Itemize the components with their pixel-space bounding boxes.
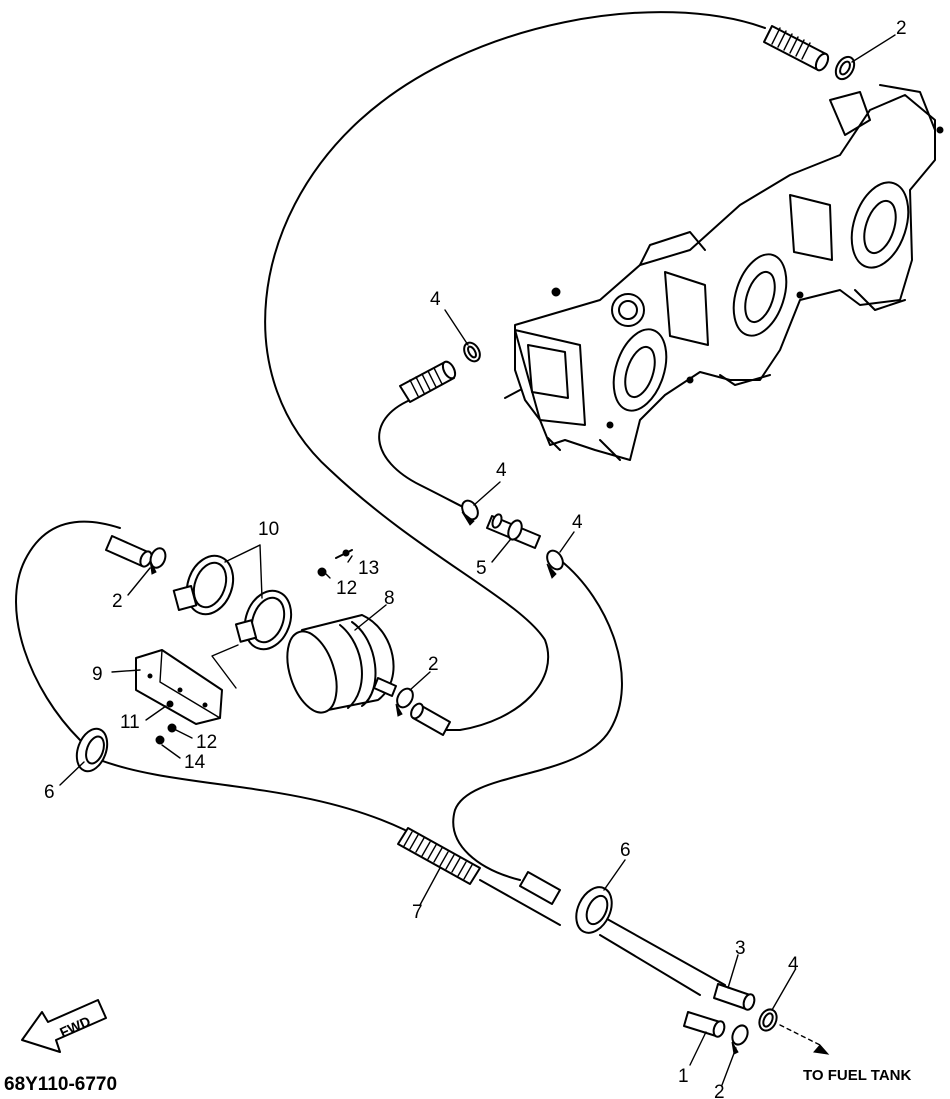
callout-13: 13	[358, 558, 379, 579]
destination-label: TO FUEL TANK	[803, 1067, 912, 1084]
main-fuel-hose-loop	[264, 11, 766, 731]
lower-fuel-hose-2	[479, 879, 701, 996]
callout-3: 3	[735, 938, 746, 959]
grommet-6-right	[575, 886, 613, 934]
carburetor-body	[514, 94, 936, 461]
callout-10: 10	[258, 519, 279, 540]
nut-12-bottom	[167, 723, 177, 733]
washer-11	[166, 700, 174, 708]
carb-inlet-hose	[378, 399, 466, 509]
callout-8: 8	[384, 588, 395, 609]
callout-labels: 2 4 4 4 5 10 13 12 2 8 2 9 11 12 14 6 6 …	[44, 18, 907, 1099]
clamp-2-top	[834, 55, 856, 81]
corrugated-hose-7	[397, 827, 481, 885]
callout-6-right: 6	[620, 840, 631, 861]
left-loop-hose	[15, 520, 121, 741]
callout-4-top: 4	[430, 289, 441, 310]
hose-joint-5	[486, 513, 541, 549]
callout-5: 5	[476, 558, 487, 579]
callout-4-right: 4	[572, 512, 583, 533]
hose-piece-near-grommet	[519, 871, 561, 905]
callout-12-bottom: 12	[196, 732, 217, 753]
fwd-arrow-icon: FWD	[21, 999, 107, 1053]
clamp-2-left	[149, 547, 167, 575]
grommet-6-left	[75, 727, 109, 773]
callout-14: 14	[184, 752, 206, 773]
hose-1-end	[683, 1011, 726, 1038]
corrugated-hoses	[105, 25, 830, 1038]
clamp-4-top	[463, 341, 481, 363]
carb-inlet-corrugated-hose	[399, 360, 457, 403]
callout-4-mid: 4	[496, 460, 507, 481]
callout-2-top: 2	[896, 18, 907, 39]
top-corrugated-hose	[763, 25, 830, 72]
hose-3-line	[599, 914, 726, 986]
clamp-2-bottom	[731, 1024, 749, 1055]
clamp-4-right	[546, 549, 564, 579]
callout-1: 1	[678, 1066, 689, 1087]
screw-13	[335, 549, 353, 559]
lower-fuel-hose	[99, 759, 406, 831]
filter-band-right	[234, 589, 293, 651]
to-fuel-tank-arrow-icon	[779, 1024, 830, 1055]
callout-7: 7	[412, 902, 423, 923]
joint-outlet-hose	[452, 559, 623, 881]
callout-9: 9	[92, 664, 103, 685]
filter-band-left	[172, 554, 235, 616]
callout-2-filter: 2	[428, 654, 439, 675]
callout-12-top: 12	[336, 578, 357, 599]
callout-6-left: 6	[44, 782, 55, 803]
leader-lines	[59, 34, 896, 1086]
fuel-hose-lines	[15, 11, 766, 996]
callout-2-left: 2	[112, 591, 123, 612]
clamp-4-bottom	[758, 1008, 778, 1032]
hose-3-end	[713, 983, 756, 1011]
part-code-label: 68Y110-6770	[4, 1074, 117, 1095]
callout-4-bottom: 4	[788, 954, 799, 975]
nut-12-top	[317, 567, 327, 577]
fasteners	[155, 549, 353, 745]
filter-clamps-10	[172, 554, 293, 689]
callout-11: 11	[120, 712, 140, 733]
left-hose-stub	[105, 535, 153, 568]
filter-bracket-9	[135, 649, 223, 725]
carburetor-assembly	[504, 84, 944, 461]
fuel-filter-8	[286, 614, 397, 714]
screw-14	[155, 735, 165, 745]
callout-2-bottom: 2	[714, 1082, 725, 1099]
filter-outlet-hose-stub	[410, 702, 451, 736]
